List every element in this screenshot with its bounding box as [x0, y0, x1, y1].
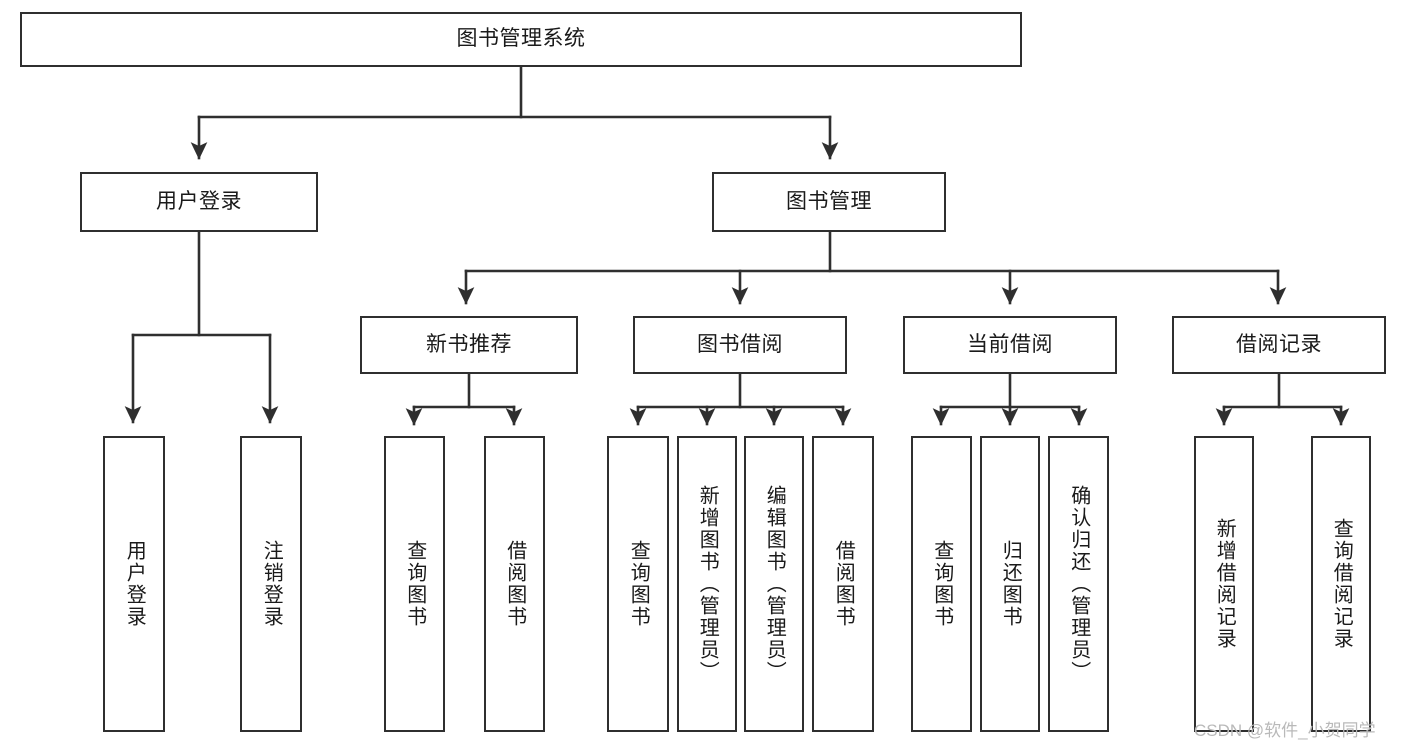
leaf-borrow-book-recommend[interactable]: 借阅图书 [484, 436, 545, 732]
leaf-query-book-recommend[interactable]: 查询图书 [384, 436, 445, 732]
node-label: 查询图书 [930, 540, 953, 628]
node-label: 查询借阅记录 [1330, 518, 1353, 650]
leaf-query-borrow-record[interactable]: 查询借阅记录 [1311, 436, 1371, 732]
node-label: 确认归还（管理员） [1067, 485, 1090, 683]
node-label: 借阅图书 [832, 540, 855, 628]
node-label: 图书管理 [786, 189, 872, 213]
node-label: 新增借阅记录 [1213, 518, 1236, 650]
node-root-system[interactable]: 图书管理系统 [20, 12, 1022, 67]
node-label: 查询图书 [627, 540, 650, 628]
leaf-user-logout[interactable]: 注销登录 [240, 436, 302, 732]
node-label: 当前借阅 [967, 332, 1053, 356]
node-label: 借阅图书 [503, 540, 526, 628]
node-label: 编辑图书（管理员） [763, 485, 786, 683]
leaf-query-book-borrow[interactable]: 查询图书 [607, 436, 669, 732]
node-label: 图书管理系统 [456, 27, 586, 51]
leaf-edit-book[interactable]: 编辑图书（管理员） [744, 436, 804, 732]
watermark-text: CSDN @软件_小贺同学 [1194, 721, 1376, 740]
leaf-query-book-current[interactable]: 查询图书 [911, 436, 972, 732]
node-label: 用户登录 [156, 189, 242, 213]
leaf-add-book[interactable]: 新增图书（管理员） [677, 436, 737, 732]
leaf-user-login[interactable]: 用户登录 [103, 436, 165, 732]
node-current-borrow[interactable]: 当前借阅 [903, 316, 1117, 374]
node-label: 归还图书 [999, 540, 1022, 628]
node-label: 注销登录 [260, 540, 283, 628]
node-borrow-record[interactable]: 借阅记录 [1172, 316, 1386, 374]
node-label: 借阅记录 [1236, 332, 1322, 356]
node-book-manage[interactable]: 图书管理 [712, 172, 946, 232]
node-book-borrow[interactable]: 图书借阅 [633, 316, 847, 374]
node-label: 用户登录 [123, 540, 146, 628]
node-label: 图书借阅 [697, 332, 783, 356]
leaf-return-book[interactable]: 归还图书 [980, 436, 1040, 732]
leaf-add-borrow-record[interactable]: 新增借阅记录 [1194, 436, 1254, 732]
leaf-confirm-return[interactable]: 确认归还（管理员） [1048, 436, 1109, 732]
node-label: 查询图书 [403, 540, 426, 628]
node-label: 新书推荐 [426, 332, 512, 356]
node-label: 新增图书（管理员） [696, 485, 719, 683]
leaf-borrow-book[interactable]: 借阅图书 [812, 436, 874, 732]
node-new-book-recommend[interactable]: 新书推荐 [360, 316, 578, 374]
node-user-login[interactable]: 用户登录 [80, 172, 318, 232]
